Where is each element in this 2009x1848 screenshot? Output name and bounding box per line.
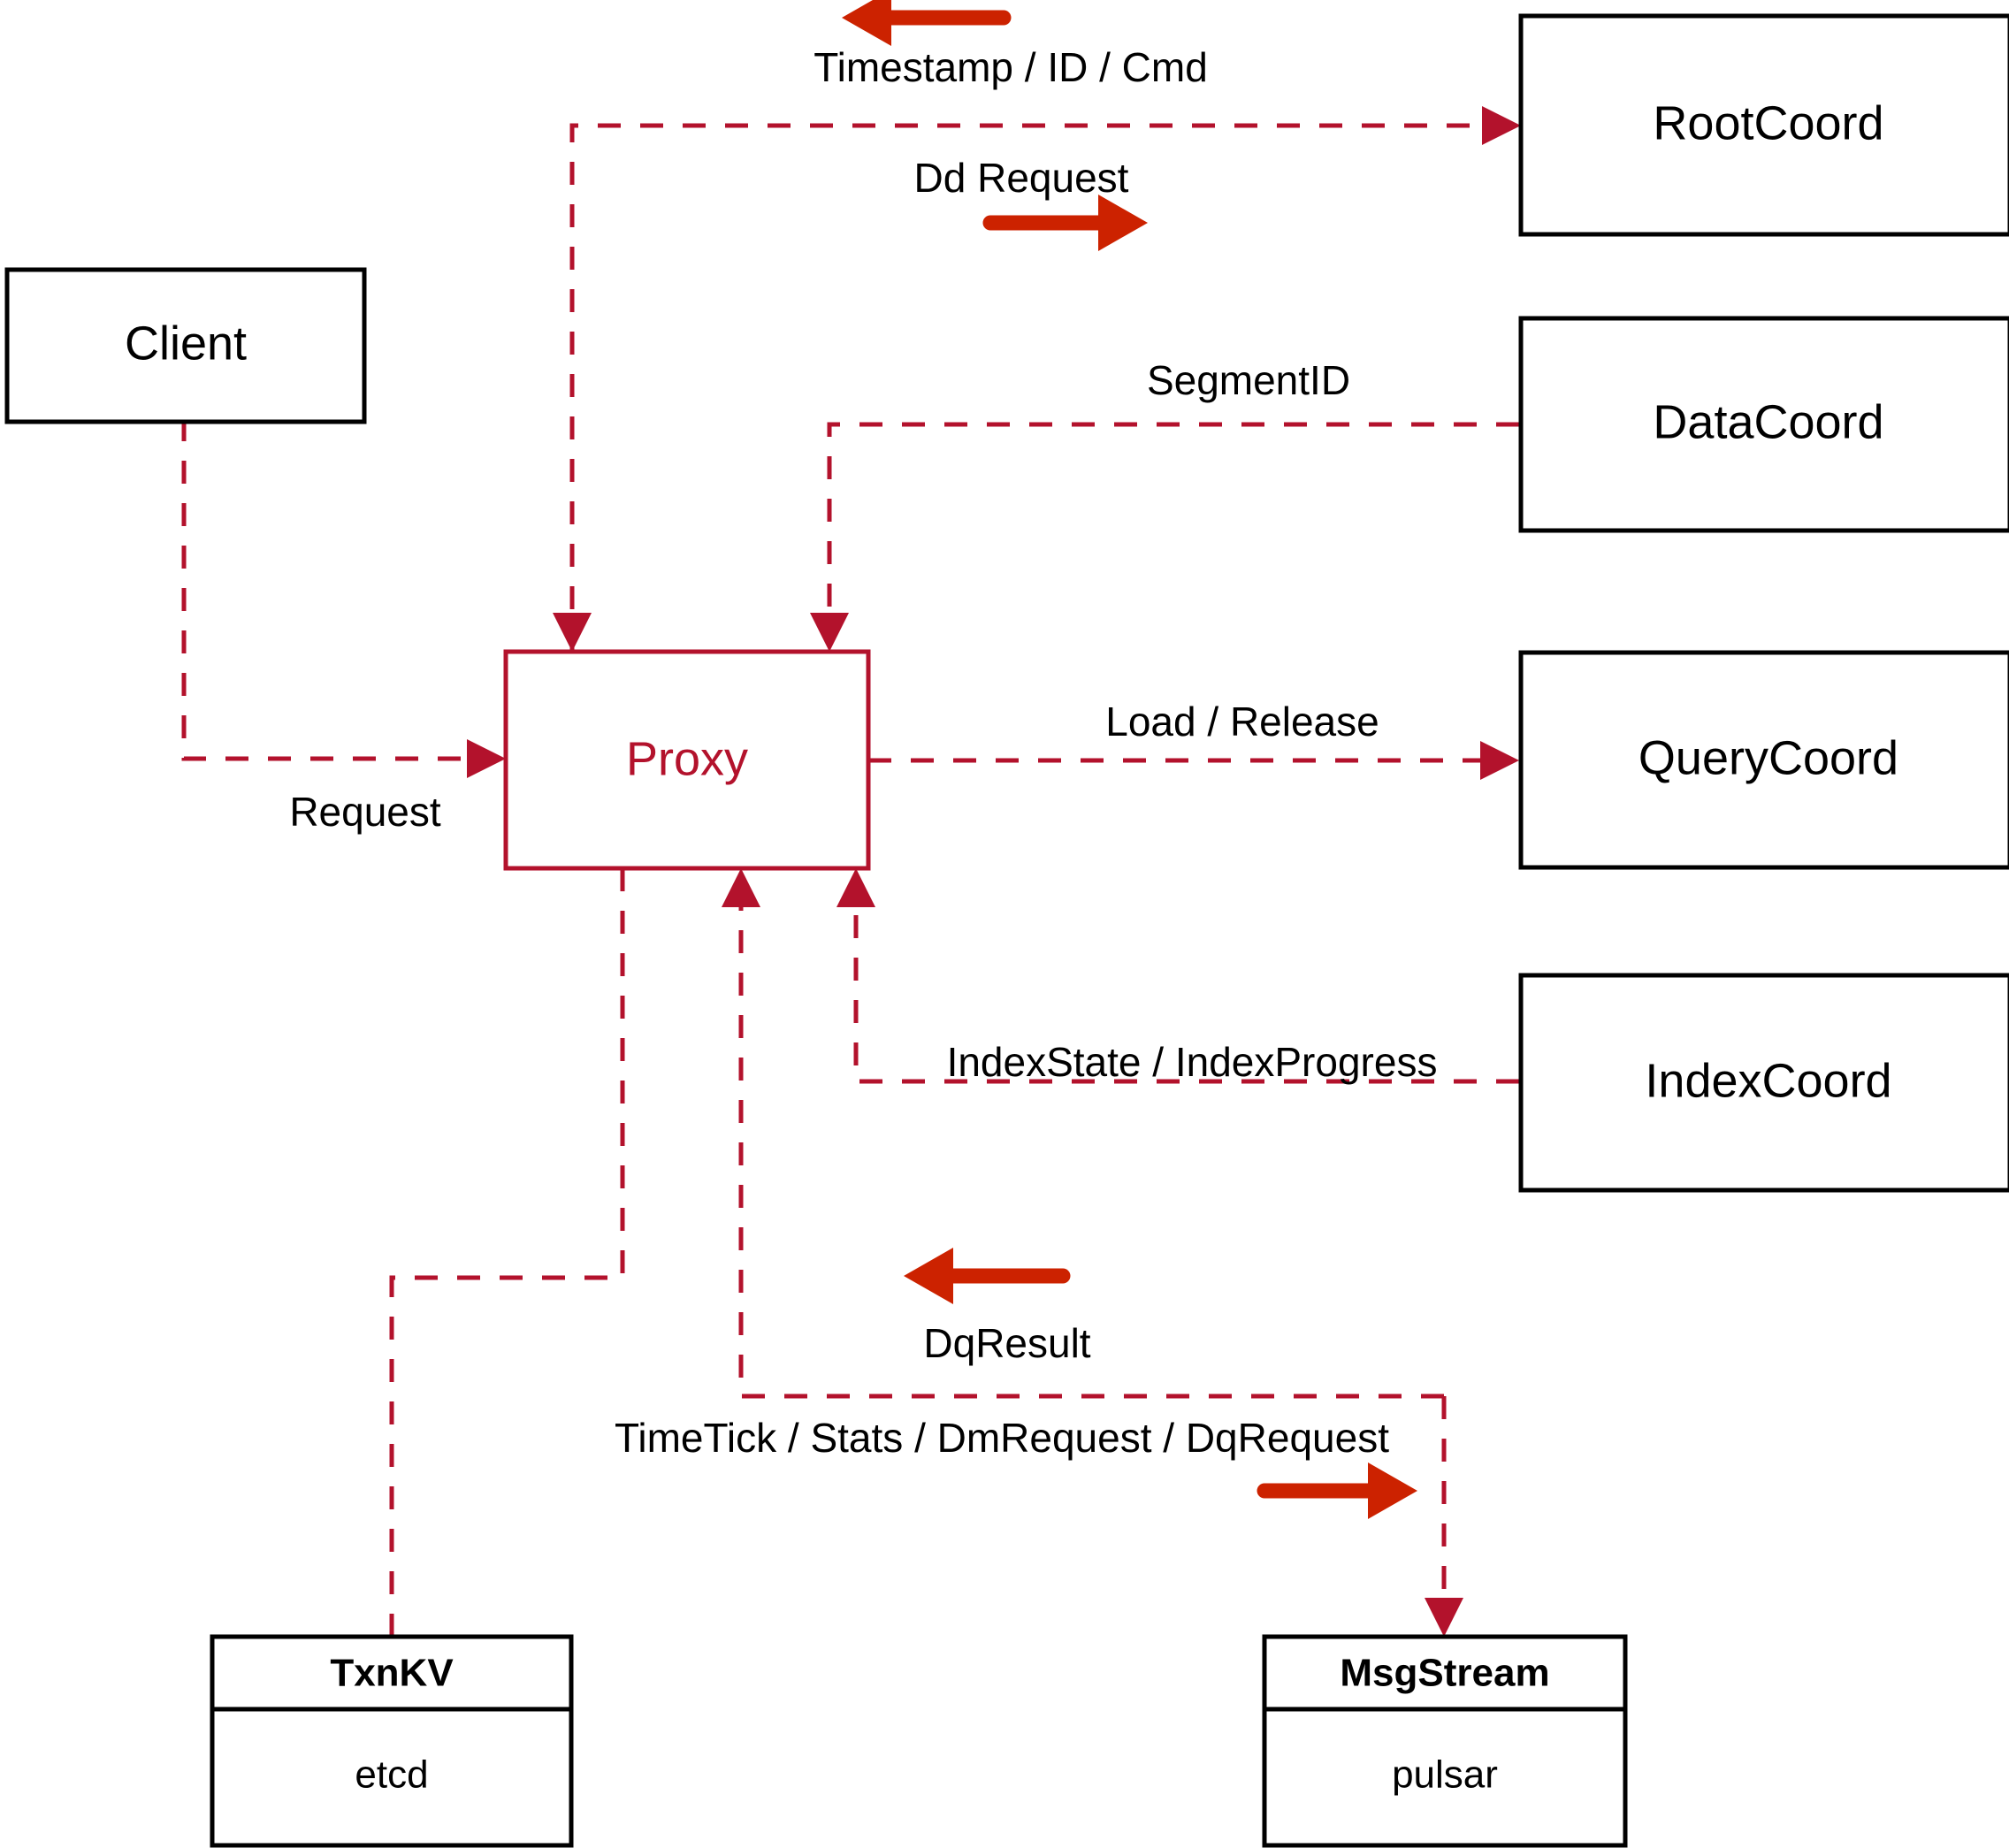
arrowhead-proxy-top-left: [553, 613, 592, 652]
node-msgstream[interactable]: MsgStream pulsar: [1262, 1634, 1628, 1848]
edge-label-timetick-stats: TimeTick / Stats / DmRequest / DqRequest: [615, 1415, 1389, 1461]
edge-line-txnkv: [389, 868, 625, 1637]
arrowhead-proxy-left: [467, 739, 506, 778]
node-proxy-box[interactable]: [503, 649, 871, 871]
edge-label-segment-id: SegmentID: [1147, 357, 1350, 403]
node-txnkv-title: TxnKV: [330, 1652, 454, 1695]
arrowhead-proxy-bottom-right: [836, 868, 875, 907]
flow-arrow-head-timetick: [1368, 1462, 1417, 1519]
node-datacoord[interactable]: DataCoord: [1518, 316, 2009, 533]
edge-line-segment-id: [827, 422, 1519, 632]
node-proxy[interactable]: Proxy: [503, 649, 871, 871]
node-msgstream-title: MsgStream: [1340, 1652, 1549, 1695]
arrowhead-proxy-top-right: [810, 613, 849, 652]
node-rootcoord-box[interactable]: [1518, 13, 2009, 237]
edge-label-dq-result: DqResult: [923, 1320, 1090, 1366]
arrowhead-querycoord: [1480, 741, 1519, 780]
node-querycoord-label: QueryCoord: [1639, 731, 1898, 784]
node-client-box[interactable]: [4, 267, 367, 424]
arrowhead-rootcoord: [1482, 106, 1521, 145]
edge-label-dd-request: Dd Request: [914, 155, 1129, 201]
edge-datacoord-to-proxy: [810, 422, 1519, 652]
edge-line-index-state: [853, 888, 1519, 1084]
node-msgstream-box[interactable]: [1262, 1634, 1628, 1848]
node-msgstream-implementation: pulsar: [1392, 1753, 1498, 1797]
node-client-label: Client: [125, 317, 247, 370]
node-client[interactable]: Client: [4, 267, 367, 424]
node-querycoord[interactable]: QueryCoord: [1518, 650, 2009, 870]
edge-label-index-state-progress: IndexState / IndexProgress: [947, 1039, 1438, 1085]
node-txnkv-box[interactable]: [210, 1634, 574, 1848]
edge-indexcoord-to-proxy: [836, 868, 1519, 1084]
edge-rootcoord-to-proxy: [553, 613, 592, 652]
node-datacoord-label: DataCoord: [1653, 395, 1883, 448]
node-txnkv[interactable]: TxnKV etcd: [210, 1634, 574, 1848]
arrowhead-msgstream: [1425, 1598, 1463, 1637]
node-rootcoord[interactable]: RootCoord: [1518, 13, 2009, 237]
flow-arrow-dq-result-left: [904, 1248, 1071, 1304]
edge-label-request: Request: [289, 789, 441, 835]
edge-msgstream-to-proxy: [722, 868, 1444, 1399]
node-indexcoord-box[interactable]: [1518, 973, 2009, 1193]
flow-arrow-head-dq-result: [904, 1248, 953, 1304]
flow-arrow-dd-request-right: [982, 195, 1148, 251]
node-datacoord-box[interactable]: [1518, 316, 2009, 533]
flow-arrow-head-dd-request: [1098, 195, 1148, 251]
node-proxy-label: Proxy: [626, 732, 748, 785]
edge-proxy-to-querycoord: [868, 741, 1519, 780]
flow-arrow-timetick-right: [1257, 1462, 1417, 1519]
edge-proxy-to-rootcoord: [569, 106, 1521, 652]
node-indexcoord[interactable]: IndexCoord: [1518, 973, 2009, 1193]
edge-label-timestamp-id-cmd: Timestamp / ID / Cmd: [814, 44, 1208, 90]
edge-label-load-release: Load / Release: [1105, 699, 1379, 745]
edge-line-dq-result: [738, 888, 1444, 1399]
edge-bus-to-msgstream: [1425, 1396, 1463, 1637]
edge-client-to-proxy: [181, 376, 506, 778]
edge-line-request: [181, 376, 486, 761]
node-txnkv-implementation: etcd: [355, 1753, 428, 1797]
node-indexcoord-label: IndexCoord: [1645, 1054, 1891, 1107]
arrowhead-proxy-bottom-mid: [722, 868, 760, 907]
node-rootcoord-label: RootCoord: [1653, 96, 1883, 149]
flow-arrow-timestamp-left: [842, 0, 1012, 46]
node-querycoord-box[interactable]: [1518, 650, 2009, 870]
flow-arrow-head-timestamp: [842, 0, 891, 46]
edge-line-dd-request: [569, 123, 1503, 652]
edge-proxy-to-txnkv: [389, 868, 625, 1637]
